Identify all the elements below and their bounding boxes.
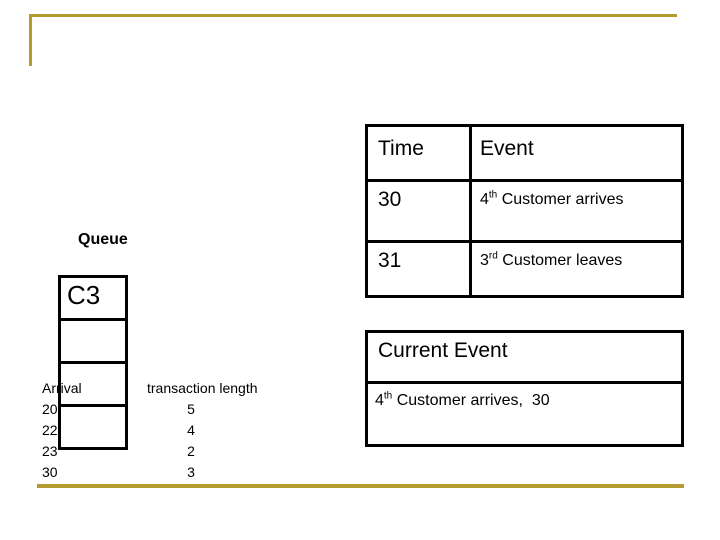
arrival-column: Arrival 20 22 23 30 (42, 378, 82, 483)
transaction-value: 4 (187, 422, 195, 438)
event-table: Time Event 30 4th Customer arrives 31 3r… (365, 124, 684, 298)
bottom-accent-line (37, 484, 684, 488)
arrival-header: Arrival (42, 380, 82, 396)
transaction-value: 5 (187, 401, 195, 417)
event-text: Customer arrives (497, 191, 624, 208)
queue-cell-empty (61, 404, 125, 447)
current-event-title: Current Event (368, 333, 681, 384)
event-table-header-event: Event (472, 127, 681, 182)
event-text: Customer arrives, 30 (392, 392, 550, 409)
top-accent-line (29, 14, 677, 17)
event-ordinal-suffix: th (383, 390, 393, 402)
arrival-value: 23 (42, 443, 58, 459)
queue-cell-c3: C3 (67, 280, 101, 310)
transaction-value: 3 (187, 464, 195, 480)
event-ordinal: 3 (480, 252, 489, 269)
event-text: Customer leaves (497, 252, 623, 269)
queue-cell-empty (61, 318, 125, 361)
event-table-time-cell: 31 (368, 243, 472, 295)
event-table-event-cell: 3rd Customer leaves (472, 243, 681, 295)
event-ordinal: 4 (375, 392, 384, 409)
arrival-value: 30 (42, 464, 58, 480)
event-ordinal: 4 (480, 191, 489, 208)
current-event-body: 4th Customer arrives, 30 (368, 384, 681, 444)
event-table-event-cell: 4th Customer arrives (472, 182, 681, 243)
arrival-value: 20 (42, 401, 58, 417)
queue-cell-empty (61, 361, 125, 404)
arrival-value: 22 (42, 422, 58, 438)
transaction-length-header: transaction length (147, 380, 258, 396)
queue-stack-box: C3 (58, 275, 128, 450)
left-accent-line (29, 14, 32, 66)
event-ordinal-suffix: rd (488, 250, 498, 262)
current-event-box: Current Event 4th Customer arrives, 30 (365, 330, 684, 447)
event-ordinal-suffix: th (488, 189, 498, 201)
queue-label: Queue (78, 231, 128, 248)
event-table-time-cell: 30 (368, 182, 472, 243)
transaction-length-column: 5 4 2 3 (182, 399, 200, 483)
transaction-value: 2 (187, 443, 195, 459)
event-table-header-time: Time (368, 127, 472, 182)
